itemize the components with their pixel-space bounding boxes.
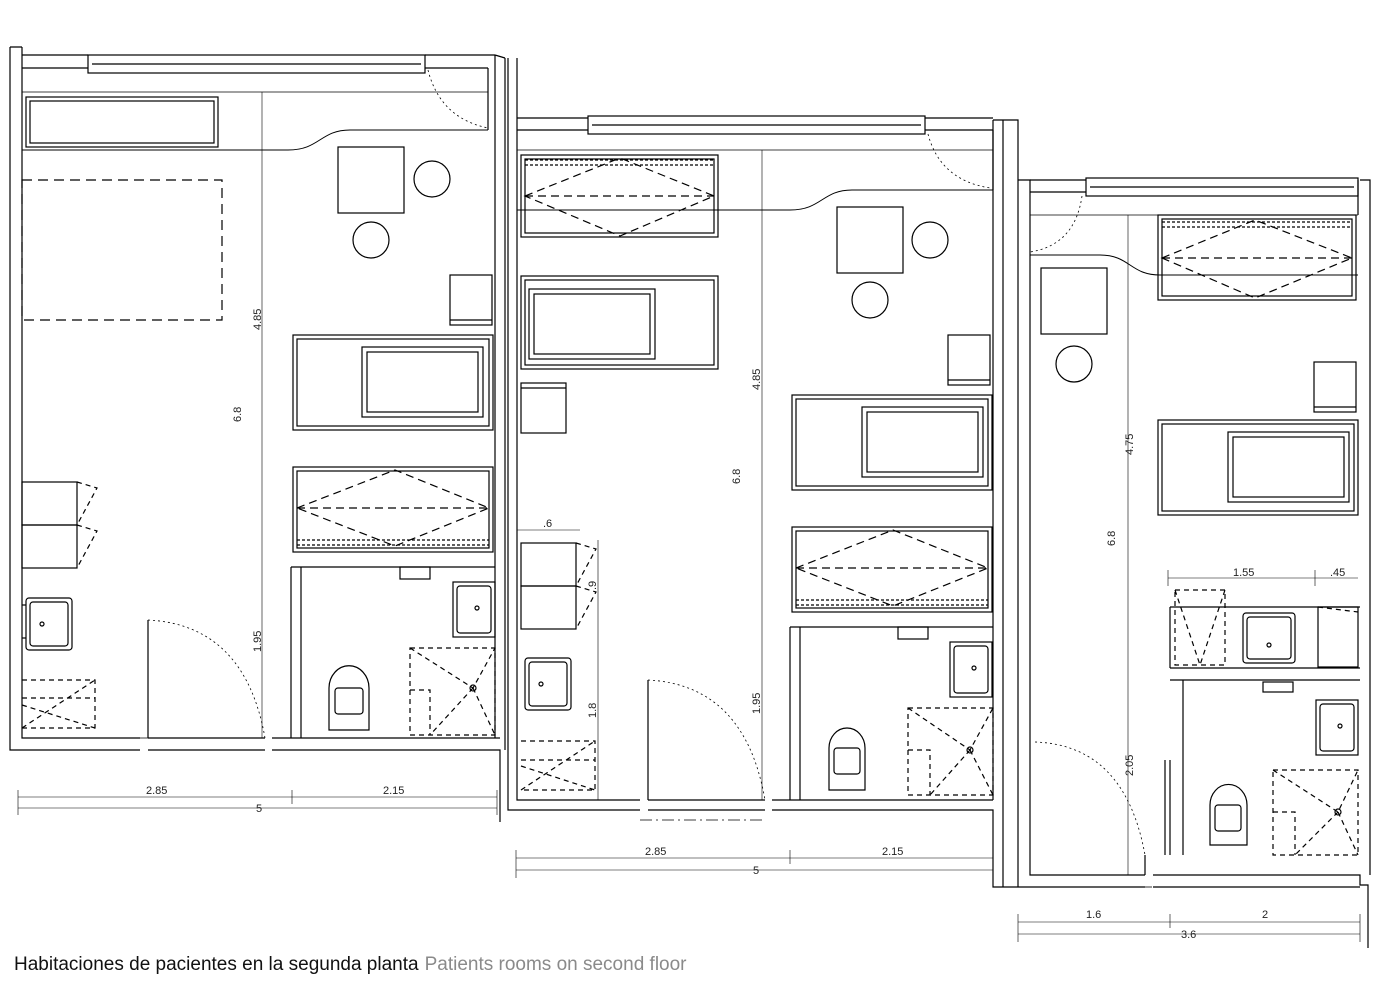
caption-english: Patients rooms on second floor xyxy=(424,954,687,975)
room-2-dim-09: .9 xyxy=(587,581,599,590)
room-2-window xyxy=(587,115,926,135)
dimension-labels: 4.85 6.8 1.95 2.85 2.15 5 4.85 6.8 1.95 … xyxy=(146,309,1345,941)
room-2-dim-485: 4.85 xyxy=(751,369,763,390)
room-1-dim-195: 1.95 xyxy=(252,631,264,652)
room-1-dim-485: 4.85 xyxy=(252,309,264,330)
caption-spanish: Habitaciones de pacientes en la segunda … xyxy=(14,954,419,975)
room-3-dim-68: 6.8 xyxy=(1106,531,1118,546)
figure-caption: Habitaciones de pacientes en la segunda … xyxy=(14,954,687,976)
room-3 xyxy=(1010,177,1371,948)
room-1-dim-68: 6.8 xyxy=(232,407,244,422)
room-1-dim-5: 5 xyxy=(256,803,262,815)
room-3-dim-155: 1.55 xyxy=(1233,567,1254,579)
floor-plan: 4.85 6.8 1.95 2.85 2.15 5 4.85 6.8 1.95 … xyxy=(9,46,1371,948)
room-2-walls xyxy=(507,58,1019,888)
room-1-dim-285: 2.85 xyxy=(146,785,167,797)
room-1-walls xyxy=(9,46,506,822)
room-1-dim-215: 2.15 xyxy=(383,785,404,797)
room-2 xyxy=(507,58,1019,888)
room-3-dim-36: 3.6 xyxy=(1181,929,1196,941)
room-2-dim-5: 5 xyxy=(753,865,759,877)
room-3-dim-205: 2.05 xyxy=(1124,755,1136,776)
room-3-window xyxy=(1085,177,1359,197)
room-1-window-wall xyxy=(22,54,495,130)
room-3-walls xyxy=(1010,179,1371,948)
room-2-dim-195: 1.95 xyxy=(751,693,763,714)
room-1-window xyxy=(87,54,426,74)
room-3-dim-2: 2 xyxy=(1262,909,1268,921)
room-2-dim-06: .6 xyxy=(543,518,552,530)
room-2-dim-215: 2.15 xyxy=(882,846,903,858)
room-2-dim-68: 6.8 xyxy=(731,469,743,484)
room-1 xyxy=(9,46,506,822)
room-2-dim-285: 2.85 xyxy=(645,846,666,858)
room-3-dim-475: 4.75 xyxy=(1124,434,1136,455)
room-3-dim-045: .45 xyxy=(1330,567,1345,579)
room-2-dim-18: 1.8 xyxy=(587,703,599,718)
room-3-dim-16: 1.6 xyxy=(1086,909,1101,921)
